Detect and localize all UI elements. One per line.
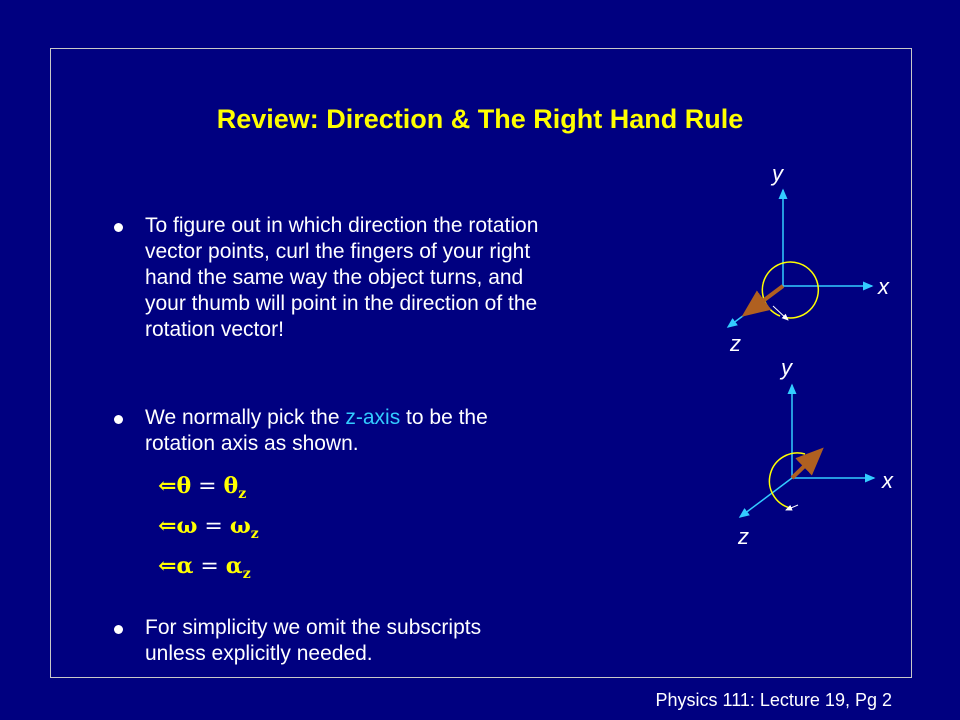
eq-symbol: ω bbox=[176, 513, 198, 539]
eq-symbol: θ bbox=[176, 473, 192, 499]
diagram-2: y x z bbox=[737, 355, 894, 549]
x-label: x bbox=[881, 468, 894, 493]
bullet-marker bbox=[114, 625, 123, 634]
slide-title: Review: Direction & The Right Hand Rule bbox=[216, 104, 744, 134]
bullet-1-line-4: your thumb will point in the direction o… bbox=[145, 292, 538, 315]
eq-rhs: α bbox=[225, 553, 243, 579]
eq-subscript: z bbox=[242, 566, 251, 582]
bullet-2-text-pre: We normally pick the bbox=[145, 406, 346, 429]
implies-arrow-icon: ⇐ bbox=[158, 473, 177, 499]
implies-arrow-icon: ⇐ bbox=[158, 513, 177, 539]
bullet-1-line-1: To figure out in which direction the rot… bbox=[145, 214, 539, 237]
eq-equals: = bbox=[197, 514, 230, 539]
rotation-arc bbox=[768, 452, 806, 509]
y-label: y bbox=[779, 355, 794, 380]
bullet-3-line-1: For simplicity we omit the subscripts bbox=[145, 616, 482, 639]
bullet-marker bbox=[114, 223, 123, 232]
bullet-1-line-5: rotation vector! bbox=[145, 318, 284, 341]
x-label: x bbox=[877, 274, 890, 299]
diagram-1: y x z bbox=[726, 161, 890, 356]
bullet-2-text-post: to be the bbox=[400, 406, 488, 429]
eq-subscript: z bbox=[238, 486, 247, 502]
z-axis-term: z-axis bbox=[345, 406, 401, 429]
eq-rhs: θ bbox=[223, 473, 239, 499]
eq-equals: = bbox=[191, 474, 224, 499]
rotation-arrow-icon bbox=[772, 305, 789, 321]
slide-footer: Physics 111: Lecture 19, Pg 2 bbox=[655, 690, 892, 710]
bullet-1-line-3: hand the same way the object turns, and bbox=[145, 266, 524, 289]
bullet-marker bbox=[114, 415, 123, 424]
z-label: z bbox=[737, 524, 749, 549]
eq-subscript: z bbox=[250, 526, 259, 542]
bullet-2-line-1: We normally pick the z-axis to be the bbox=[145, 405, 665, 431]
eq-symbol: α bbox=[176, 553, 194, 579]
bullet-2-line-2: rotation axis as shown. bbox=[145, 432, 359, 455]
implies-arrow-icon: ⇐ bbox=[158, 553, 177, 579]
rotation-vector bbox=[790, 447, 824, 480]
z-label: z bbox=[729, 331, 741, 356]
z-axis bbox=[738, 477, 793, 518]
eq-rhs: ω bbox=[229, 513, 251, 539]
y-label: y bbox=[770, 161, 785, 186]
eq-equals: = bbox=[193, 554, 226, 579]
equation-theta: ⇐θ = θz bbox=[158, 473, 247, 502]
slide-frame bbox=[50, 48, 912, 678]
equation-alpha: ⇐α = αz bbox=[158, 553, 251, 582]
rotation-arc bbox=[761, 261, 820, 319]
bullet-3: For simplicity we omit the subscripts un… bbox=[145, 615, 665, 667]
rotation-vector bbox=[741, 284, 785, 317]
rotation-arrow-icon bbox=[785, 504, 799, 511]
bullet-2: We normally pick the z-axis to be the ro… bbox=[145, 405, 665, 457]
bullet-1-line-2: vector points, curl the fingers of your … bbox=[145, 240, 531, 263]
equation-omega: ⇐ω = ωz bbox=[158, 513, 259, 542]
bullet-3-line-2: unless explicitly needed. bbox=[145, 642, 373, 665]
bullet-1: To figure out in which direction the rot… bbox=[145, 213, 665, 343]
